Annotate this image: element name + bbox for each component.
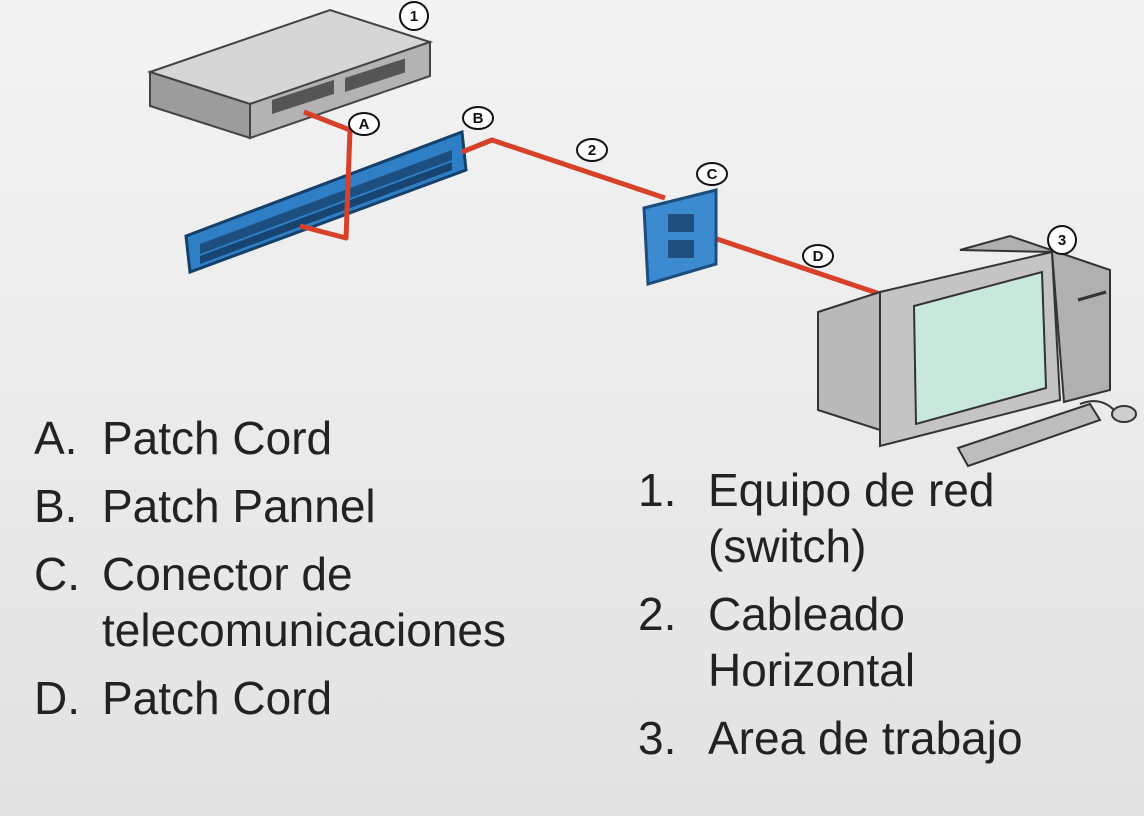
legend-item-3: 3. Area de trabajo bbox=[638, 710, 1138, 766]
callout-label: 3 bbox=[1058, 232, 1066, 249]
legend-text: Patch Cord bbox=[102, 672, 333, 725]
callout-horizontal-cabling: 2 bbox=[576, 138, 608, 162]
horizontal-cable bbox=[461, 137, 666, 201]
callout-label: C bbox=[707, 166, 718, 183]
legend-text: Conector de telecomunicaciones bbox=[102, 548, 507, 657]
legend-text: Area de trabajo bbox=[708, 712, 1023, 765]
callout-patch-cord-a: A bbox=[348, 112, 380, 136]
legend-item-d: D. Patch Cord bbox=[34, 670, 594, 726]
legend-item-1: 1. Equipo de red (switch) bbox=[638, 462, 1138, 574]
legend-key: B. bbox=[34, 480, 78, 533]
callout-label: B bbox=[473, 110, 484, 127]
callout-patch-panel: B bbox=[462, 106, 494, 130]
switch-ports bbox=[272, 58, 405, 114]
callout-workstation: 3 bbox=[1047, 225, 1077, 255]
legend-key: C. bbox=[34, 548, 80, 601]
telecom-outlet bbox=[642, 188, 718, 286]
callout-label: 1 bbox=[410, 8, 418, 25]
legend-text: Patch Pannel bbox=[102, 480, 376, 533]
legend-key: A. bbox=[34, 412, 78, 464]
legend-key: D. bbox=[34, 672, 80, 725]
callout-switch: 1 bbox=[399, 1, 429, 31]
legend-item-2: 2. Cableado Horizontal bbox=[638, 586, 1138, 698]
legend-text: Equipo de red (switch) bbox=[708, 464, 995, 573]
legend-key: 1. bbox=[638, 464, 677, 516]
legend-key: 3. bbox=[638, 712, 677, 765]
callout-patch-cord-d: D bbox=[802, 244, 834, 268]
patch-cord-a bbox=[299, 109, 353, 241]
legend-text: Patch Cord bbox=[102, 412, 333, 464]
legend-item-c: C. Conector de telecomunicaciones bbox=[34, 546, 594, 658]
patch-panel bbox=[184, 129, 468, 275]
cables bbox=[299, 109, 881, 297]
legend-item-a: A. Patch Cord bbox=[34, 410, 594, 466]
legend-text: Cableado Horizontal bbox=[708, 588, 916, 697]
legend-item-b: B. Patch Pannel bbox=[34, 478, 594, 534]
workstation bbox=[817, 234, 1137, 468]
callout-label: D bbox=[813, 248, 824, 265]
legend-subsystems: 1. Equipo de red (switch) 2. Cableado Ho… bbox=[638, 462, 1138, 779]
callout-label: A bbox=[359, 116, 370, 133]
callout-telecom-outlet: C bbox=[696, 162, 728, 186]
switch-device bbox=[146, 8, 434, 140]
legend-components: A. Patch Cord B. Patch Pannel C. Conecto… bbox=[34, 410, 594, 739]
legend-key: 2. bbox=[638, 588, 677, 641]
callout-label: 2 bbox=[588, 142, 596, 159]
patch-cord-d bbox=[707, 233, 881, 297]
